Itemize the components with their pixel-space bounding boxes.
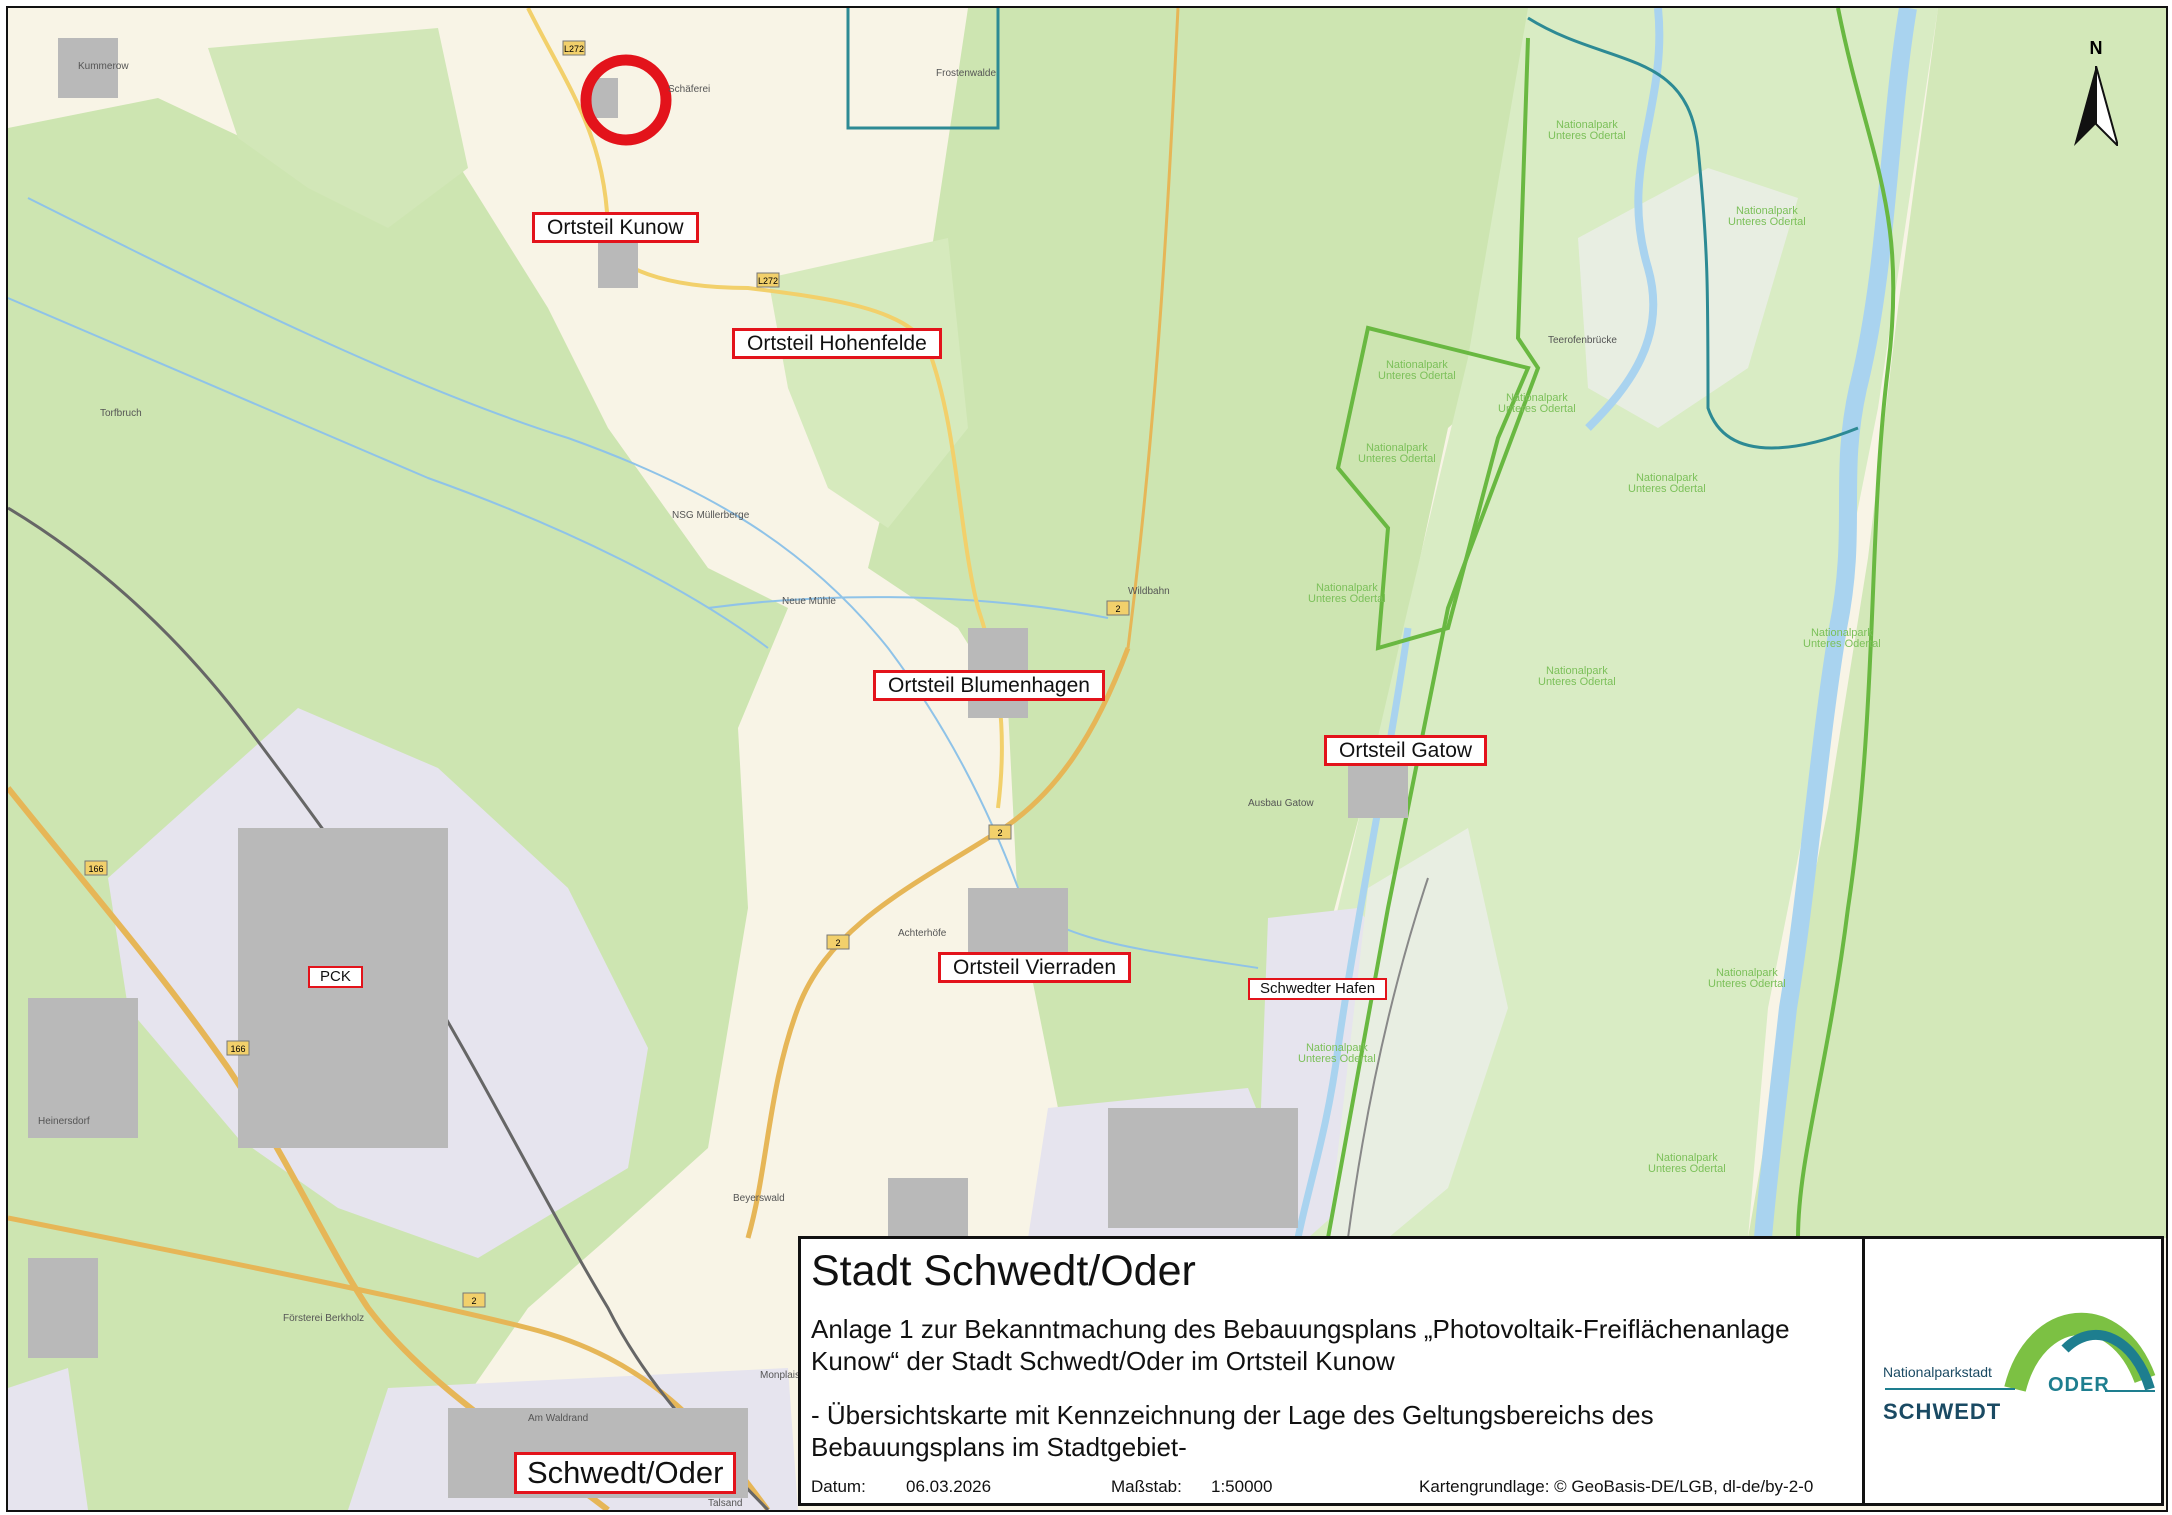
east-bank — [1748, 8, 2166, 1238]
svg-text:L272: L272 — [564, 44, 584, 54]
svg-text:L272: L272 — [758, 276, 778, 286]
map-title: Stadt Schwedt/Oder — [811, 1247, 1196, 1295]
railway-2 — [1347, 877, 1429, 1239]
place-label: Schäferei — [668, 84, 711, 95]
label-ortsteil-vierraden: Ortsteil Vierraden — [938, 952, 1132, 983]
north-label: N — [2089, 38, 2103, 58]
road-b2 — [745, 647, 1131, 1239]
road-number-shield: 2 — [826, 934, 850, 950]
place-label: Teerofenbrücke — [1548, 335, 1617, 346]
place-label: Talsand — [708, 1498, 743, 1509]
place-label: Neue Mühle — [782, 596, 836, 607]
north-arrow-icon — [2074, 66, 2118, 146]
place-label: Ausbau Gatow — [1248, 798, 1314, 809]
road-l272 — [526, 8, 1004, 809]
place-label: Frostenwalde — [936, 68, 997, 79]
place-label: Wildbahn — [1128, 586, 1170, 597]
place-label: Kummerow — [78, 61, 129, 72]
place-label: Beyerswald — [733, 1193, 785, 1204]
label-ortsteil-blumenhagen: Ortsteil Blumenhagen — [873, 670, 1105, 701]
logo-line-3: ODER — [2048, 1374, 2110, 1396]
district-border — [846, 8, 1000, 130]
svg-text:2: 2 — [835, 938, 840, 948]
svg-text:2: 2 — [997, 828, 1002, 838]
map-description: Anlage 1 zur Bekanntmachung des Bebauung… — [811, 1314, 1790, 1376]
north-arrow: N — [2066, 38, 2126, 148]
place-label: Torfbruch — [100, 408, 142, 419]
scale-value: 1:50000 — [1211, 1477, 1273, 1496]
logo-line-2: SCHWEDT — [1883, 1399, 2002, 1424]
source-credit: Kartengrundlage: © GeoBasis-DE/LGB, dl-d… — [1419, 1477, 1814, 1496]
polder-south — [1328, 828, 1508, 1238]
road-number-shield: 2 — [988, 824, 1012, 840]
label-pck: PCK — [308, 966, 363, 988]
map-title-box: Stadt Schwedt/Oder Anlage 1 zur Bekanntm… — [798, 1236, 2164, 1506]
polder-north — [1578, 168, 1798, 428]
road-number-shield: 166 — [226, 1040, 250, 1056]
oder-river — [1754, 8, 1917, 1239]
logo-arc-icon — [1885, 1313, 2156, 1393]
national-park-border — [1326, 37, 1541, 1239]
stream-2 — [8, 297, 769, 649]
label-ortsteil-gatow: Ortsteil Gatow — [1324, 735, 1488, 766]
svg-text:2: 2 — [471, 1296, 476, 1306]
svg-text:166: 166 — [230, 1044, 245, 1054]
scale-label: Maßstab: — [1111, 1477, 1182, 1496]
title-box-text-panel: Stadt Schwedt/Oder Anlage 1 zur Bekanntm… — [801, 1239, 1865, 1503]
place-label: Am Waldrand — [528, 1413, 589, 1424]
map-footer: Datum: 06.03.2026 Maßstab: 1:50000 Karte… — [811, 1477, 1856, 1499]
road-number-shield: L272 — [756, 272, 780, 288]
road-number-shield: 2 — [462, 1292, 486, 1308]
target-area-marker — [580, 54, 672, 146]
label-ortsteil-hohenfelde: Ortsteil Hohenfelde — [732, 328, 942, 359]
place-label: Monplaisir — [760, 1370, 806, 1381]
label-schwedter-hafen: Schwedter Hafen — [1248, 978, 1388, 1000]
place-label: Achterhöfe — [898, 928, 947, 939]
forest-north — [208, 28, 468, 228]
date-value: 06.03.2026 — [906, 1477, 992, 1496]
forest-middle — [768, 238, 968, 528]
national-park-border-2 — [1335, 325, 1531, 651]
label-schwedt-oder: Schwedt/Oder — [514, 1452, 737, 1494]
oder-side-arm — [1585, 8, 1664, 431]
road-b2-main — [1126, 8, 1180, 649]
road-number-shield: 166 — [84, 860, 108, 876]
district-border-river — [1527, 16, 1859, 450]
nationalparkstadt-schwedt-logo: Nationalparkstadt SCHWEDT ODER — [1865, 1239, 2158, 1503]
date-label: Datum: — [811, 1477, 866, 1496]
national-park-border-east — [1796, 8, 1896, 1239]
road-number-shield: L272 — [562, 40, 586, 56]
svg-text:2: 2 — [1115, 604, 1120, 614]
stream-3 — [707, 596, 1109, 619]
road-number-shield: 2 — [1106, 600, 1130, 616]
map-subdescription: - Übersichtskarte mit Kennzeichnung der … — [811, 1400, 1654, 1462]
industrial-south — [8, 1368, 88, 1510]
place-label: NSG Müllerberge — [672, 510, 750, 521]
place-label: Heinersdorf — [38, 1116, 90, 1127]
logo-line-1: Nationalparkstadt — [1883, 1364, 1992, 1380]
label-ortsteil-kunow: Ortsteil Kunow — [532, 212, 699, 243]
svg-text:166: 166 — [88, 864, 103, 874]
place-label: Försterei Berkholz — [283, 1313, 365, 1324]
